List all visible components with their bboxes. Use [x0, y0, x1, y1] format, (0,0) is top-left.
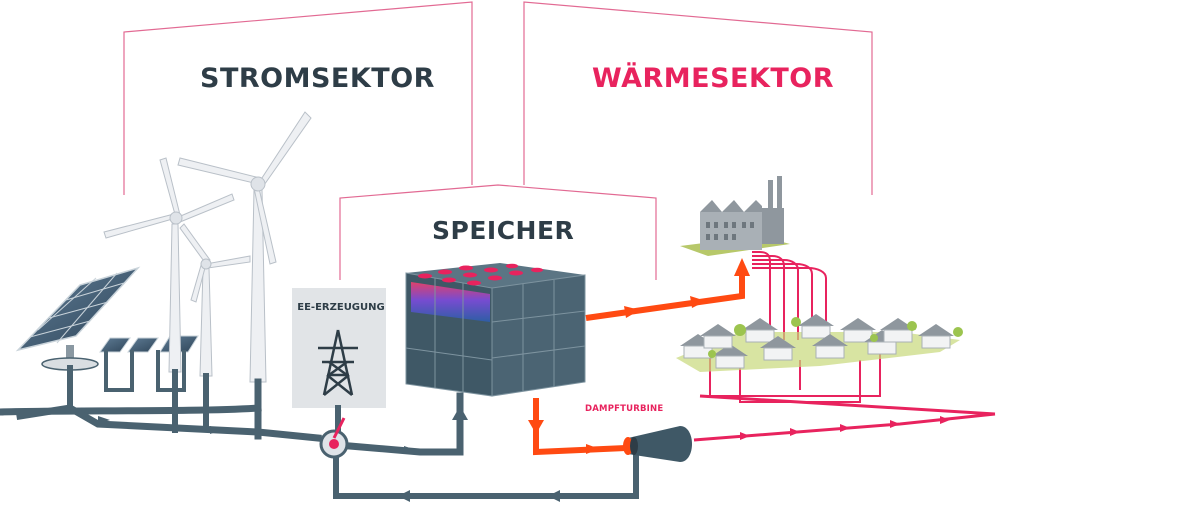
steam-turbine: [623, 426, 692, 462]
ee-erzeugung-panel: [292, 288, 386, 408]
waerme-sector-frame: [523, 1, 873, 195]
ee-erzeugung-label: EE-ERZEUGUNG: [297, 302, 385, 313]
factory: [680, 176, 790, 256]
strom-sector-frame: [123, 1, 473, 195]
electricity-flow-arrows: [98, 406, 560, 502]
dampfturbine-label: DAMPFTURBINE: [585, 404, 664, 414]
wind-turbine-3: [177, 111, 312, 383]
solar-panel-large: [15, 266, 141, 371]
speicher-label: SPEICHER: [432, 216, 575, 245]
wind-turbine-1: [103, 157, 235, 373]
solar-panels-small: [99, 335, 199, 353]
stromsektor-label: STROMSEKTOR: [200, 63, 435, 94]
power-pylon-icon: [318, 329, 358, 396]
speicher-frame: [339, 184, 657, 280]
output-flow-arrows: [740, 416, 950, 440]
wind-turbine-2: [179, 223, 251, 377]
switch-node: [319, 417, 349, 459]
district-heating-lines: [709, 251, 881, 403]
waermesektor-label: WÄRMESEKTOR: [592, 63, 835, 94]
heat-flow-arrows: [528, 258, 750, 454]
storage-cube: [405, 263, 586, 397]
houses-cluster: [676, 314, 963, 372]
